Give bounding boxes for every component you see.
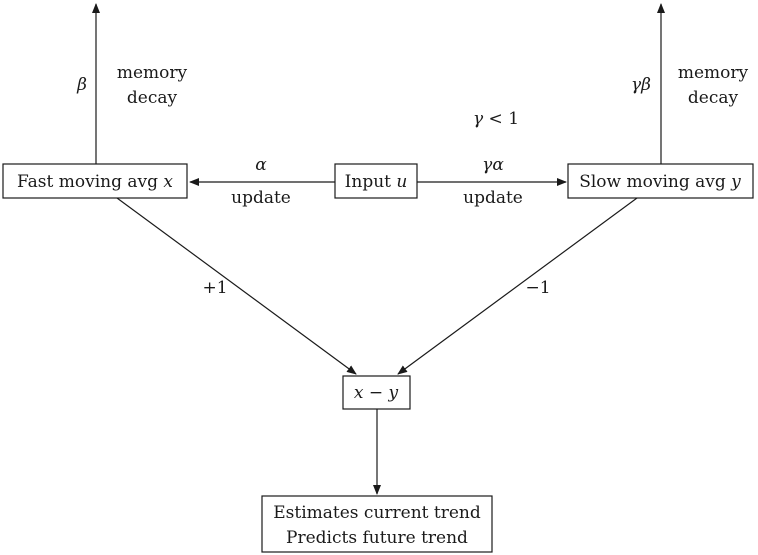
arrow-slow-to-diff [397, 197, 638, 375]
result-line-1: Estimates current trend [273, 503, 481, 523]
fast-decay-weight: β [76, 75, 87, 95]
fast-decay-label-line-2: decay [127, 88, 178, 108]
input-to-slow-weight: γα [482, 155, 504, 175]
fast-moving-avg-label: Fast moving avg x [17, 172, 173, 192]
input-label: Input u [345, 172, 408, 192]
arrow-fast-to-diff [116, 197, 357, 375]
slow-to-diff-weight: −1 [525, 278, 550, 298]
trend-result-node: Estimates current trend Predicts future … [261, 495, 493, 553]
result-line-2: Predicts future trend [286, 528, 468, 548]
slow-decay-weight: γβ [631, 75, 651, 95]
difference-label: x − y [354, 383, 399, 403]
slow-moving-avg-node: Slow moving avg y [567, 163, 754, 199]
fast-moving-avg-node: Fast moving avg x [2, 163, 188, 199]
input-node: Input u [334, 163, 418, 199]
input-to-fast-weight: α [255, 155, 267, 175]
slow-moving-avg-label: Slow moving avg y [579, 172, 741, 192]
input-to-slow-label: update [463, 188, 523, 208]
fast-to-diff-weight: +1 [202, 278, 227, 298]
gamma-constraint: γ < 1 [473, 109, 519, 129]
slow-decay-label-line-2: decay [688, 88, 739, 108]
slow-decay-label-line-1: memory [678, 63, 749, 83]
fast-decay-label-line-1: memory [117, 63, 188, 83]
difference-node: x − y [342, 375, 411, 410]
input-to-fast-label: update [231, 188, 291, 208]
